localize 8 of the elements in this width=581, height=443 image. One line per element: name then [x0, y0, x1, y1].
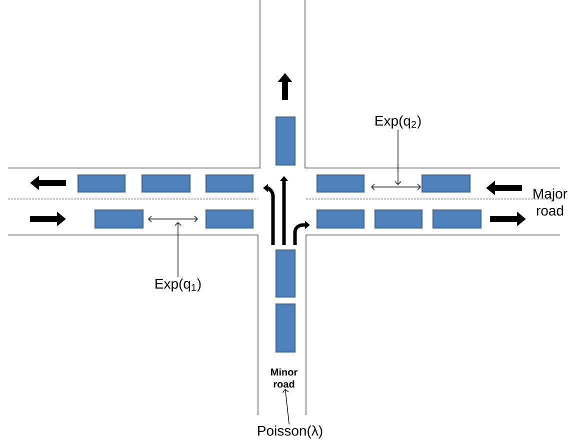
leader-line — [174, 222, 182, 278]
road-label: Major road — [534, 188, 568, 216]
distribution-label: Exp(q$_{1}$) — [156, 278, 201, 292]
distribution-label: Exp(q$_{2}$) — [376, 115, 421, 128]
distribution-label: Poisson(λ) — [258, 425, 322, 438]
arrow — [282, 388, 290, 425]
road-label: Minor road — [271, 368, 298, 388]
leader-line — [394, 129, 402, 185]
